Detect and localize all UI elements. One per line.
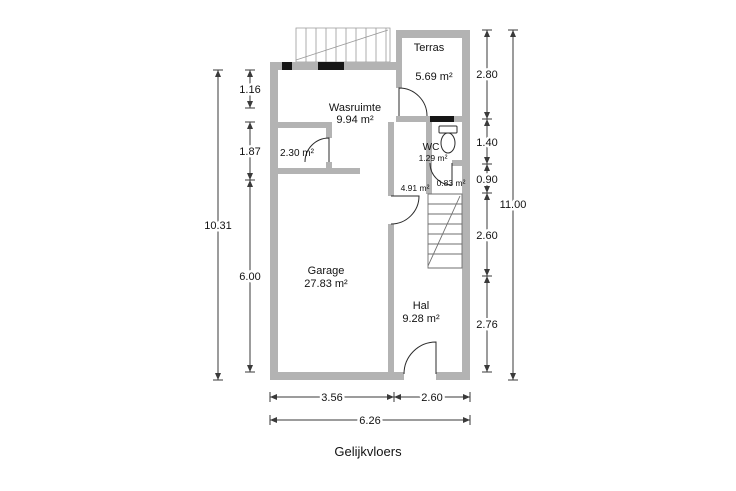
dim-0-90: 0.90 <box>476 174 497 186</box>
wasruimte-area: 9.94 m² <box>336 114 374 126</box>
plan-title: Gelijkvloers <box>334 444 402 459</box>
dim-6-00: 6.00 <box>239 271 260 283</box>
doors <box>304 87 453 375</box>
wasruimte-label: Wasruimte <box>329 102 381 114</box>
room-labels: Terras 5.69 m² Wasruimte 9.94 m² 2.30 m²… <box>280 42 466 325</box>
dim-bottom-inner: 3.56 2.60 <box>269 390 471 407</box>
dim-left-inner: 1.16 1.87 6.00 <box>237 69 263 373</box>
front-door-swing <box>403 341 437 375</box>
exterior-stairs <box>295 27 391 63</box>
walls <box>270 30 470 380</box>
garage-door-swing <box>390 195 420 225</box>
toilet-tank <box>438 125 458 134</box>
dim-1-16: 1.16 <box>239 84 260 96</box>
staircase <box>427 193 463 269</box>
dim-bottom-outer: 6.26 <box>269 413 471 430</box>
dim-1-87: 1.87 <box>239 146 260 158</box>
dim-3-56: 3.56 <box>321 392 342 404</box>
dim-b-2-60: 2.60 <box>421 392 442 404</box>
dim-right-outer: 11.00 <box>497 29 529 381</box>
window-openings <box>282 62 454 122</box>
storage-room-area: 2.30 m² <box>280 148 315 159</box>
dim-10-31: 10.31 <box>204 220 232 232</box>
terras-label: Terras <box>414 42 445 54</box>
toilet-bowl <box>440 132 456 154</box>
dim-2-80: 2.80 <box>476 69 497 81</box>
dimension-annotations: 1.16 1.87 6.00 10.31 2.80 1.40 0.90 2.60… <box>202 29 529 430</box>
storage-room-door-swing <box>304 137 330 163</box>
dim-2-76: 2.76 <box>476 319 497 331</box>
dim-left-outer: 10.31 <box>202 69 234 381</box>
wc-label: WC <box>423 142 440 153</box>
hal-area: 9.28 m² <box>402 313 440 325</box>
terras-door-swing <box>398 87 428 117</box>
corridor-area: 4.91 m² <box>401 183 430 193</box>
dim-left-inner-lines <box>245 69 255 373</box>
garage-area: 27.83 m² <box>304 278 348 290</box>
toilet-icon <box>438 125 458 154</box>
closet-area: 0.83 m² <box>437 178 466 188</box>
dim-6-26: 6.26 <box>359 415 380 427</box>
garage-label: Garage <box>308 265 345 277</box>
wc-area: 1.29 m² <box>419 153 448 163</box>
building-structure <box>270 27 470 380</box>
dim-right-inner: 2.80 1.40 0.90 2.60 2.76 <box>474 29 500 373</box>
dim-11-00: 11.00 <box>500 199 527 211</box>
hal-label: Hal <box>413 300 430 312</box>
dim-2-60: 2.60 <box>476 230 497 242</box>
dim-1-40: 1.40 <box>476 137 497 149</box>
wc-door-swing <box>429 162 453 186</box>
terras-area: 5.69 m² <box>415 71 453 83</box>
dim-right-inner-arrows <box>484 30 490 372</box>
